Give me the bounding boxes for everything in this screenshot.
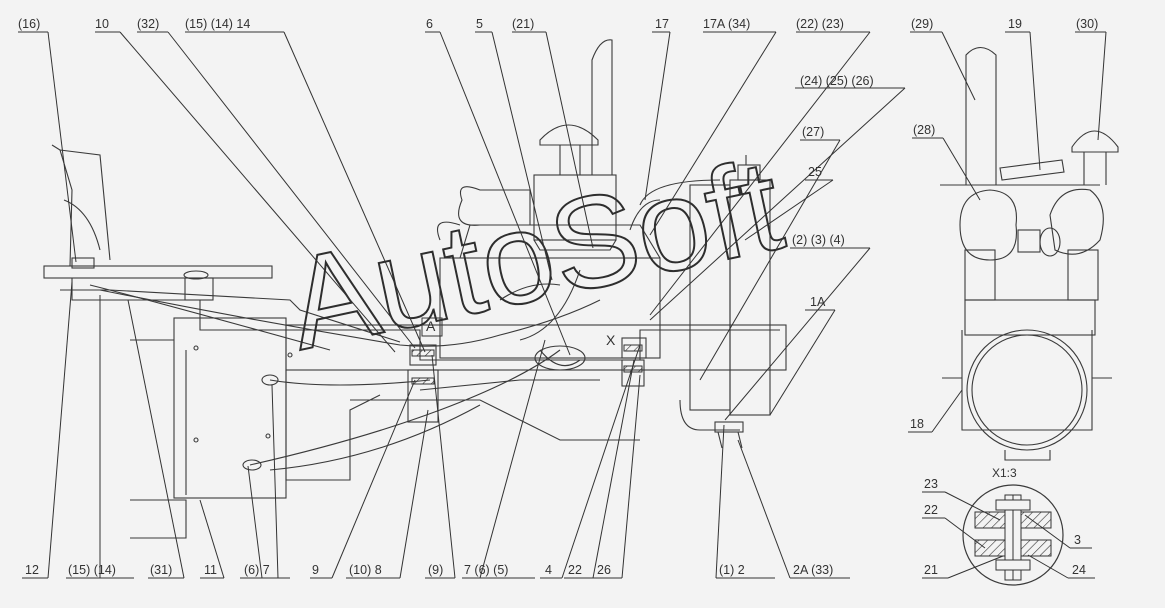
callout-10: 10 xyxy=(95,17,109,31)
callout-19: 19 xyxy=(1008,17,1022,31)
front-view-drawing xyxy=(940,46,1119,461)
callout-15-14-14: (15) (14) 14 xyxy=(185,17,250,31)
watermark-autosoft: AutoSoft xyxy=(275,131,793,377)
detail-callout-22: 22 xyxy=(924,503,938,517)
view-mark-a-frame xyxy=(421,317,443,337)
detail-callout-21: 21 xyxy=(924,563,938,577)
callout-31: (31) xyxy=(150,563,172,577)
callout-22-23: (22) (23) xyxy=(796,17,844,31)
detail-callout-24: 24 xyxy=(1072,563,1086,577)
callout-18: 18 xyxy=(910,417,924,431)
callout-2-3-4: (2) (3) (4) xyxy=(792,233,845,247)
callout-17a-34: 17A (34) xyxy=(703,17,750,31)
view-mark-a: A xyxy=(426,318,436,334)
callout-22: 22 xyxy=(568,563,582,577)
callout-30: (30) xyxy=(1076,17,1098,31)
callout-7-6-5: 7 (6) (5) xyxy=(464,563,508,577)
callout-25: 25 xyxy=(808,165,822,179)
view-mark-x: X xyxy=(606,332,616,348)
sensor-fittings xyxy=(71,257,279,471)
bottom-callouts: 12 (15) (14) (31) 11 (6) 7 9 (10) 8 (9) … xyxy=(25,417,924,577)
callout-27: (27) xyxy=(802,125,824,139)
callout-9-paren: (9) xyxy=(428,563,443,577)
callout-6: 6 xyxy=(426,17,433,31)
callout-9: 9 xyxy=(312,563,319,577)
detail-title: X1:3 xyxy=(992,466,1017,480)
callout-21: (21) xyxy=(512,17,534,31)
callout-26: 26 xyxy=(597,563,611,577)
callout-24-25-26: (24) (25) (26) xyxy=(800,74,874,88)
detail-callout-23: 23 xyxy=(924,477,938,491)
leader-lines xyxy=(18,31,1107,579)
callout-28: (28) xyxy=(913,123,935,137)
callout-1a: 1A xyxy=(810,295,826,309)
callout-4: 4 xyxy=(545,563,552,577)
callout-6-7: (6) 7 xyxy=(244,563,270,577)
detail-callouts: 23 22 3 21 24 xyxy=(924,477,1086,577)
callout-12: 12 xyxy=(25,563,39,577)
callout-1-2: (1) 2 xyxy=(719,563,745,577)
callout-11: 11 xyxy=(204,563,217,577)
callout-5: 5 xyxy=(476,17,483,31)
callout-10-8: (10) 8 xyxy=(349,563,382,577)
callout-32: (32) xyxy=(137,17,159,31)
detail-x-drawing xyxy=(962,484,1064,586)
callout-29: (29) xyxy=(911,17,933,31)
top-callouts: (16) 10 (32) (15) (14) 14 6 5 (21) 17 17… xyxy=(18,17,1098,309)
detail-callout-3: 3 xyxy=(1074,533,1081,547)
callout-17: 17 xyxy=(655,17,669,31)
callout-2a-33: 2A (33) xyxy=(793,563,833,577)
callout-15-14-bottom: (15) (14) xyxy=(68,563,116,577)
callout-16: (16) xyxy=(18,17,40,31)
side-view-hatches xyxy=(411,344,643,385)
